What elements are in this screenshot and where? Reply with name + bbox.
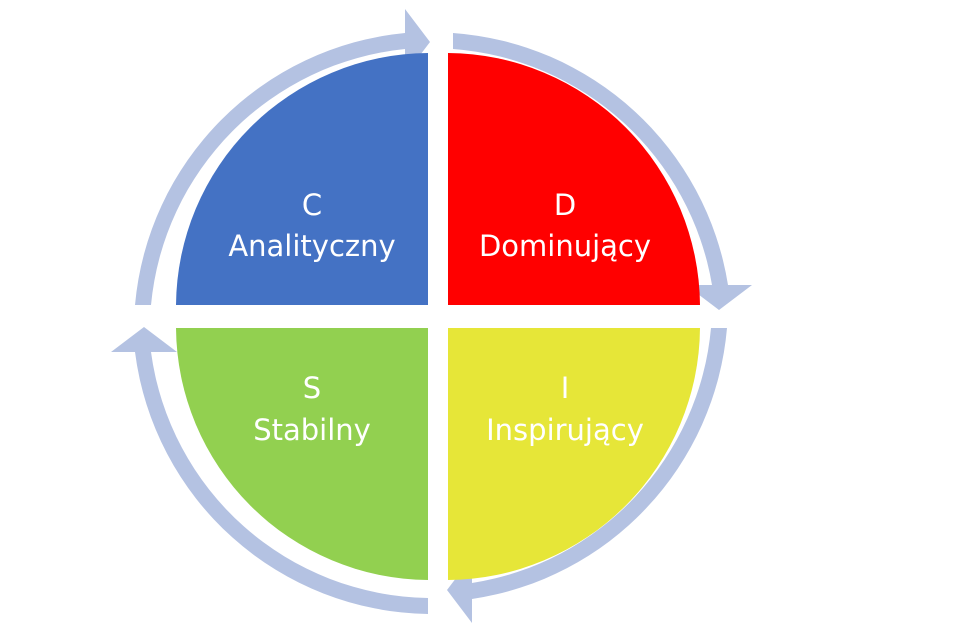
quadrant-s-label: Stabilny <box>253 413 371 447</box>
arrow-d-to-i <box>453 33 752 310</box>
quadrant-c-label: Analityczny <box>228 229 395 263</box>
quadrant-d-letter: D <box>554 188 576 222</box>
arrow-c-to-d <box>135 9 430 305</box>
quadrant-c <box>176 53 428 305</box>
arrow-s-to-c <box>111 327 428 614</box>
cycle-arrows <box>111 9 752 623</box>
quadrant-i-label: Inspirujący <box>486 413 644 447</box>
arrow-i-to-s <box>447 328 727 623</box>
quadrant-i-letter: I <box>561 371 570 405</box>
quadrant-i <box>448 328 700 580</box>
quadrant-d-label: Dominujący <box>479 229 651 263</box>
quadrant-s <box>176 328 428 580</box>
quadrant-c-letter: C <box>302 188 322 222</box>
quadrant-s-letter: S <box>303 371 321 405</box>
quadrant-d <box>448 53 700 305</box>
